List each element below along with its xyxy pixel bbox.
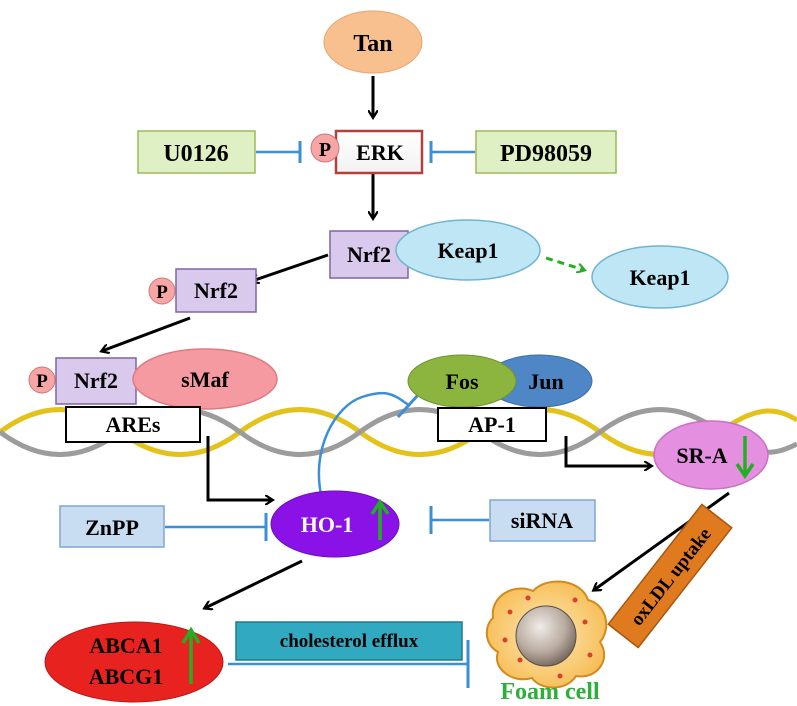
sirna-node: siRNA [489, 499, 596, 542]
smaf-label: sMaf [181, 367, 229, 392]
znpp-node: ZnPP [59, 505, 165, 548]
abca1-label: ABCA1 [89, 633, 162, 658]
cholesterol-efflux-label: cholesterol efflux [280, 631, 419, 652]
ap1-element: AP-1 [437, 407, 547, 442]
u0126-label: U0126 [163, 141, 228, 167]
ho1-label: HO-1 [301, 512, 354, 537]
nrf2-low-label: Nrf2 [74, 368, 118, 393]
keap1-free-label: Keap1 [629, 265, 690, 290]
foam-cell-icon [485, 580, 608, 689]
nrf2-mid-label: Nrf2 [194, 278, 238, 303]
abcg1-label: ABCG1 [89, 664, 164, 689]
sra-node: SR-A [653, 420, 769, 490]
nrf2-smaf-complex: Nrf2 P sMaf [28, 348, 278, 410]
fos-jun-complex: Jun Fos [407, 354, 593, 408]
foam-cell-label: Foam cell [500, 679, 600, 705]
pd98059-node: PD98059 [475, 130, 617, 174]
jun-label: Jun [528, 369, 563, 394]
erk-label: ERK [356, 140, 404, 165]
tan-node: Tan [323, 10, 423, 74]
nrf2-top-label: Nrf2 [347, 242, 391, 267]
keap1-free-node: Keap1 [591, 245, 729, 309]
pd98059-label: PD98059 [500, 141, 592, 167]
nrf2-keap1-complex: Nrf2 Keap1 [329, 219, 541, 281]
ap1-label: AP-1 [468, 412, 516, 437]
phospho-nrf2-mid-label: P [156, 282, 168, 303]
cholesterol-efflux-bar: cholesterol efflux [235, 621, 463, 661]
ho1-node: HO-1 [270, 490, 400, 558]
oxldl-uptake-label: oxLDL uptake [627, 524, 716, 630]
sra-label: SR-A [676, 443, 727, 468]
phospho-nrf2-low-label: P [36, 371, 48, 392]
abca1-abcg1-node: ABCA1 ABCG1 [44, 621, 224, 703]
oxldl-uptake-bar: oxLDL uptake [607, 503, 733, 649]
keap1-bound-label: Keap1 [437, 238, 498, 263]
tan-label: Tan [353, 31, 392, 57]
fos-label: Fos [446, 369, 479, 394]
phospho-erk-label: P [319, 139, 331, 161]
u0126-node: U0126 [137, 130, 256, 174]
phospho-erk-node: P [310, 133, 340, 163]
znpp-label: ZnPP [85, 515, 139, 540]
sirna-label: siRNA [511, 508, 573, 533]
phospho-nrf2-node: Nrf2 P [148, 268, 257, 313]
ares-label: AREs [105, 412, 160, 437]
ares-element: AREs [65, 406, 201, 443]
connectors [102, 76, 730, 688]
erk-node: ERK [334, 129, 424, 175]
